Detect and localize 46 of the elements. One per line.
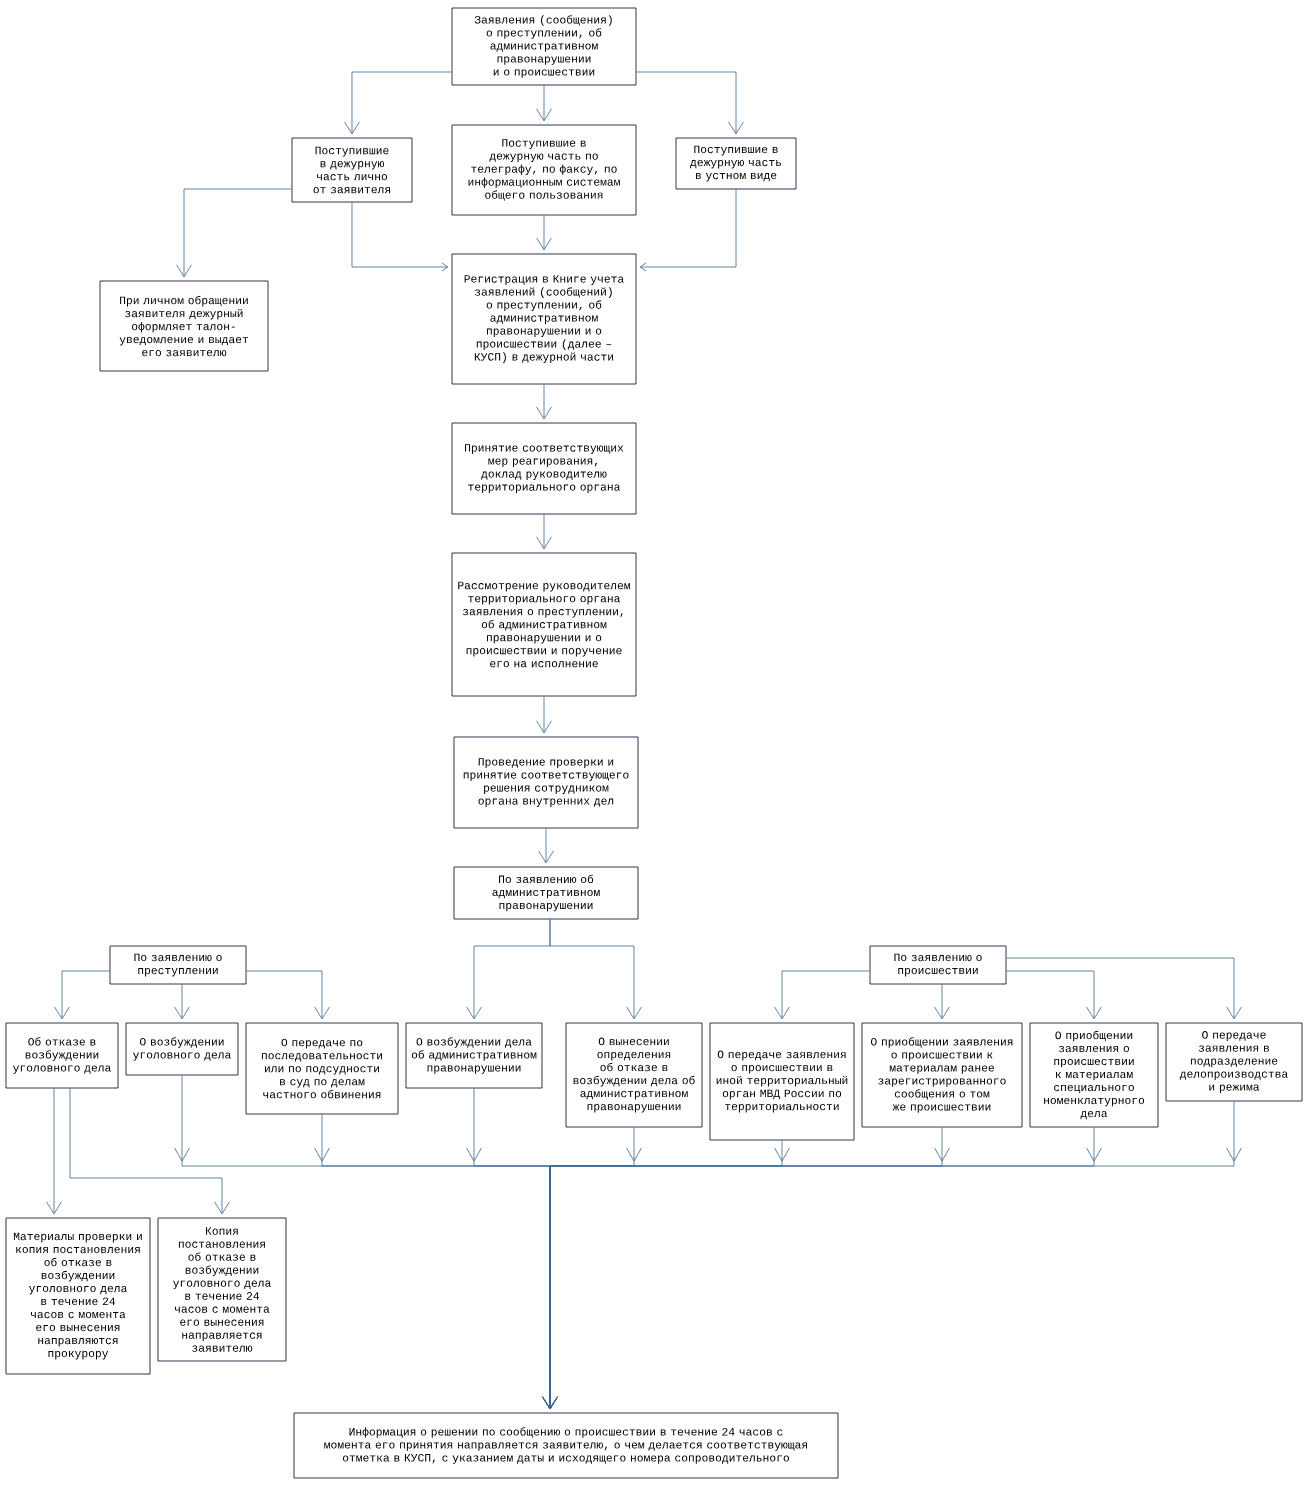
process-box: По заявлению об административном правонарушении xyxy=(453,866,639,920)
arrow xyxy=(1006,957,1242,1020)
process-box: Регистрация в Книге учета заявлений (сообщений) о преступлении, об административном правонарушении и о происшествии (далее – КУСП) в дежурной части xyxy=(451,253,637,385)
process-box: Материалы проверки и копия постановления об отказе в возбуждении уголовного дела в течение 24 часов с момента его вынесения направляются прокурору xyxy=(5,1217,151,1375)
arrow xyxy=(774,970,870,1020)
process-box: Информация о решении по сообщению о происшествии в течение 24 часов с момента его принятия направляется заявителю, о чем делается соответствующая отметка в КУСП, с указанием даты и исходящего номера сопроводительного xyxy=(293,1412,839,1479)
arrow xyxy=(549,919,642,1020)
process-box: Заявления (сообщения) о преступлении, об административном правонарушении и о происшествии xyxy=(451,7,637,86)
process-box: Принятие соответствующих мер реагирования, доклад руководителю территориального органа xyxy=(451,422,637,515)
process-box: О возбуждении дела об административном правонарушении xyxy=(405,1022,543,1089)
process-box: По заявлению о преступлении xyxy=(109,945,247,985)
arrow xyxy=(344,71,452,135)
process-box: Поступившие в дежурную часть по телеграфу, по факсу, по информационным системам общего пользования xyxy=(451,124,637,216)
process-box: О передаче заявления в подразделение делопроизводства и режима xyxy=(1165,1022,1303,1102)
arrow xyxy=(934,984,950,1020)
process-box: При личном обращении заявителя дежурный оформляет талон-уведомление и выдает его заявителю xyxy=(99,280,269,372)
arrow xyxy=(639,189,737,272)
arrow xyxy=(176,188,292,278)
arrow xyxy=(54,970,110,1020)
process-box: О передаче заявления о происшествии в иной территориальный орган МВД России по территориальности xyxy=(709,1022,855,1141)
arrow xyxy=(46,1088,62,1215)
process-box: Поступившие в дежурную часть в устном виде xyxy=(675,137,797,190)
process-box: О приобщении заявления о происшествии к материалам ранее зарегистрированного сообщения о том же происшествии xyxy=(861,1022,1023,1128)
arrow xyxy=(69,1088,230,1215)
arrow xyxy=(1006,970,1102,1020)
process-box: Рассмотрение руководителем территориального органа заявления о преступлении, об административном правонарушении и о происшествии и поручение его на исполнение xyxy=(451,552,637,697)
process-box: Проведение проверки и принятие соответствующего решения сотрудником органа внутренних дел xyxy=(453,736,639,829)
arrow xyxy=(246,970,330,1020)
arrow xyxy=(351,202,449,272)
process-box: О приобщении заявления о происшествии к материалам специального номенклатурного дела xyxy=(1029,1022,1159,1128)
process-box: О возбуждении уголовного дела xyxy=(125,1022,239,1076)
arrow xyxy=(536,514,552,550)
arrow xyxy=(636,71,744,135)
process-box: О вынесении определения об отказе в возбуждении дела об административном правонарушении xyxy=(565,1022,703,1128)
process-box: Поступившие в дежурную часть лично от заявителя xyxy=(291,137,413,203)
process-box: Копия постановления об отказе в возбуждении уголовного дела в течение 24 часов с момента его вынесения направляется заявителю xyxy=(157,1217,287,1362)
arrow xyxy=(538,828,554,864)
arrow xyxy=(542,1101,1242,1410)
arrow xyxy=(536,215,552,251)
arrow xyxy=(536,384,552,420)
arrow xyxy=(536,85,552,122)
process-box: Об отказе в возбуждении уголовного дела xyxy=(5,1022,119,1089)
arrow xyxy=(536,696,552,734)
process-box: О передаче по последовательности или по подсудности в суд по делам частного обвинения xyxy=(245,1022,399,1115)
process-box: По заявлению о происшествии xyxy=(869,945,1007,985)
arrow xyxy=(174,984,190,1020)
